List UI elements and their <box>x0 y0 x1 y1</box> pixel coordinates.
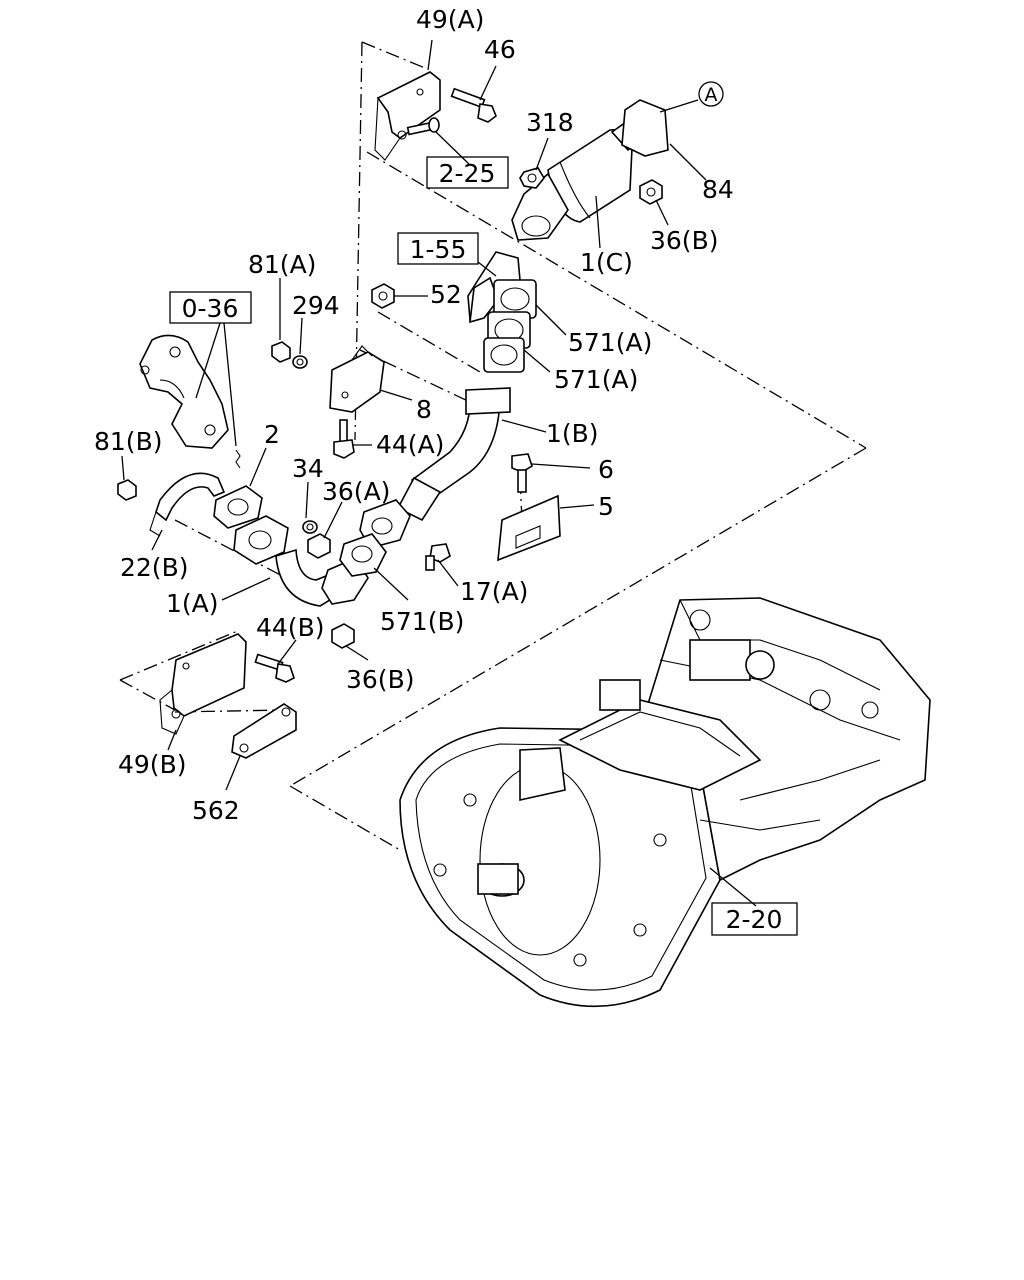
label-571b: 571(B) <box>380 607 464 636</box>
nut-81b <box>117 479 137 501</box>
label-17a: 17(A) <box>460 577 528 606</box>
label-81b: 81(B) <box>94 427 162 456</box>
label-84: 84 <box>702 175 734 204</box>
nut-81a <box>271 341 291 363</box>
ref-box-2-25[interactable]: 2-25 <box>426 156 509 189</box>
label-1b: 1(B) <box>546 419 599 448</box>
label-2: 2 <box>264 420 280 449</box>
label-1c: 1(C) <box>580 248 633 277</box>
clamp-22b <box>149 472 226 537</box>
label-5: 5 <box>598 492 614 521</box>
gasket-571b <box>339 533 387 577</box>
nut-36b-bottom <box>331 623 355 649</box>
ref-box-0-36[interactable]: 0-36 <box>169 291 252 324</box>
gasket-2 <box>213 485 263 529</box>
label-8: 8 <box>416 395 432 424</box>
ref-box-2-20[interactable]: 2-20 <box>711 902 798 936</box>
label-81a: 81(A) <box>248 250 316 279</box>
label-52: 52 <box>430 280 462 309</box>
view-marker-a: A <box>698 81 724 107</box>
washer-34 <box>302 520 318 534</box>
transmission-assembly <box>399 597 931 1008</box>
label-562: 562 <box>192 796 240 825</box>
ref-label-2-25: 2-25 <box>439 159 496 188</box>
label-36a: 36(A) <box>322 477 390 506</box>
label-36b-top: 36(B) <box>650 226 718 255</box>
ref-label-0-36: 0-36 <box>182 294 239 323</box>
ref-label-2-20: 2-20 <box>726 905 783 934</box>
bolt-46 <box>450 87 497 123</box>
gasket-571a-3 <box>483 337 525 373</box>
nut-318 <box>519 167 545 189</box>
part-labels: 49(A) 46 318 84 36(B) 1(C) 52 571(A) 571… <box>94 5 734 825</box>
label-49b: 49(B) <box>118 750 186 779</box>
nut-36a <box>307 533 331 559</box>
label-44a: 44(A) <box>376 430 444 459</box>
label-6: 6 <box>598 455 614 484</box>
bracket-49a <box>374 71 441 161</box>
ref-box-1-55[interactable]: 1-55 <box>397 232 479 265</box>
stud-2-25 <box>406 117 440 136</box>
bolt-44a <box>333 419 355 459</box>
view-marker-a-label: A <box>705 84 718 106</box>
bracket-8 <box>329 345 385 413</box>
exhaust-manifold-0-36 <box>139 334 241 469</box>
label-44b: 44(B) <box>256 613 324 642</box>
label-571a-1: 571(A) <box>568 328 652 357</box>
bracket-562 <box>231 703 297 759</box>
label-49a: 49(A) <box>416 5 484 34</box>
label-1a: 1(A) <box>166 589 219 618</box>
leader-lines <box>121 39 757 907</box>
label-571a-2: 571(A) <box>554 365 638 394</box>
washer-294 <box>292 355 308 369</box>
bolt-44b <box>254 653 295 683</box>
nut-36b-top <box>639 179 663 205</box>
exhaust-pipe-1c <box>511 99 669 241</box>
label-294: 294 <box>292 291 340 320</box>
nut-52 <box>371 283 395 309</box>
plate-5 <box>497 494 561 562</box>
label-36b-bottom: 36(B) <box>346 665 414 694</box>
ref-label-1-55: 1-55 <box>410 235 467 264</box>
bracket-49b <box>159 633 247 735</box>
exhaust-pipe-1b <box>359 387 511 549</box>
label-22b: 22(B) <box>120 553 188 582</box>
label-318: 318 <box>526 108 574 137</box>
label-46: 46 <box>484 35 516 64</box>
bolt-6 <box>511 453 533 493</box>
bolt-17a <box>425 543 451 571</box>
label-34: 34 <box>292 454 324 483</box>
